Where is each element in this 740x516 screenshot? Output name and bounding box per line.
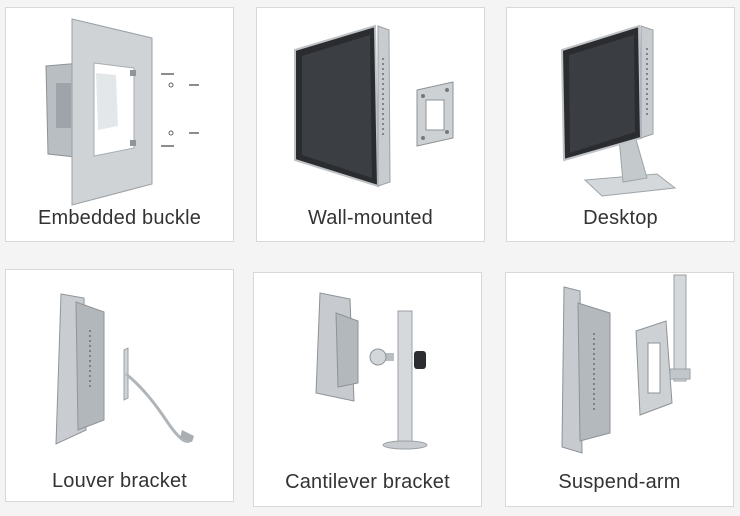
mounting-option-label: Louver bracket [51, 470, 188, 492]
mounting-option-label: Embedded buckle [37, 207, 202, 229]
mounting-option-wall-mounted: Wall-mounted [256, 7, 485, 242]
mounting-option-desktop: Desktop [506, 7, 735, 242]
mounting-option-cantilever-bracket: Cantilever bracket [253, 272, 482, 507]
desktop-stand-monitor-icon [560, 24, 677, 197]
mounting-option-suspend-arm: Suspend-arm [505, 272, 734, 507]
wall-mounted-monitor-icon [294, 24, 454, 188]
mounting-option-label: Suspend-arm [558, 471, 681, 493]
mounting-option-louver-bracket: Louver bracket [5, 269, 234, 502]
mounting-option-label: Desktop [583, 207, 658, 229]
mounting-option-label: Cantilever bracket [285, 471, 450, 493]
mounting-option-embedded-buckle: Embedded buckle [5, 7, 234, 242]
suspend-arm-monitor-icon [561, 274, 691, 454]
mounting-option-label: Wall-mounted [307, 207, 434, 229]
embedded-buckle-monitor-icon [45, 18, 199, 206]
louver-bracket-monitor-icon [55, 293, 194, 445]
cantilever-bracket-monitor-icon [315, 292, 428, 450]
